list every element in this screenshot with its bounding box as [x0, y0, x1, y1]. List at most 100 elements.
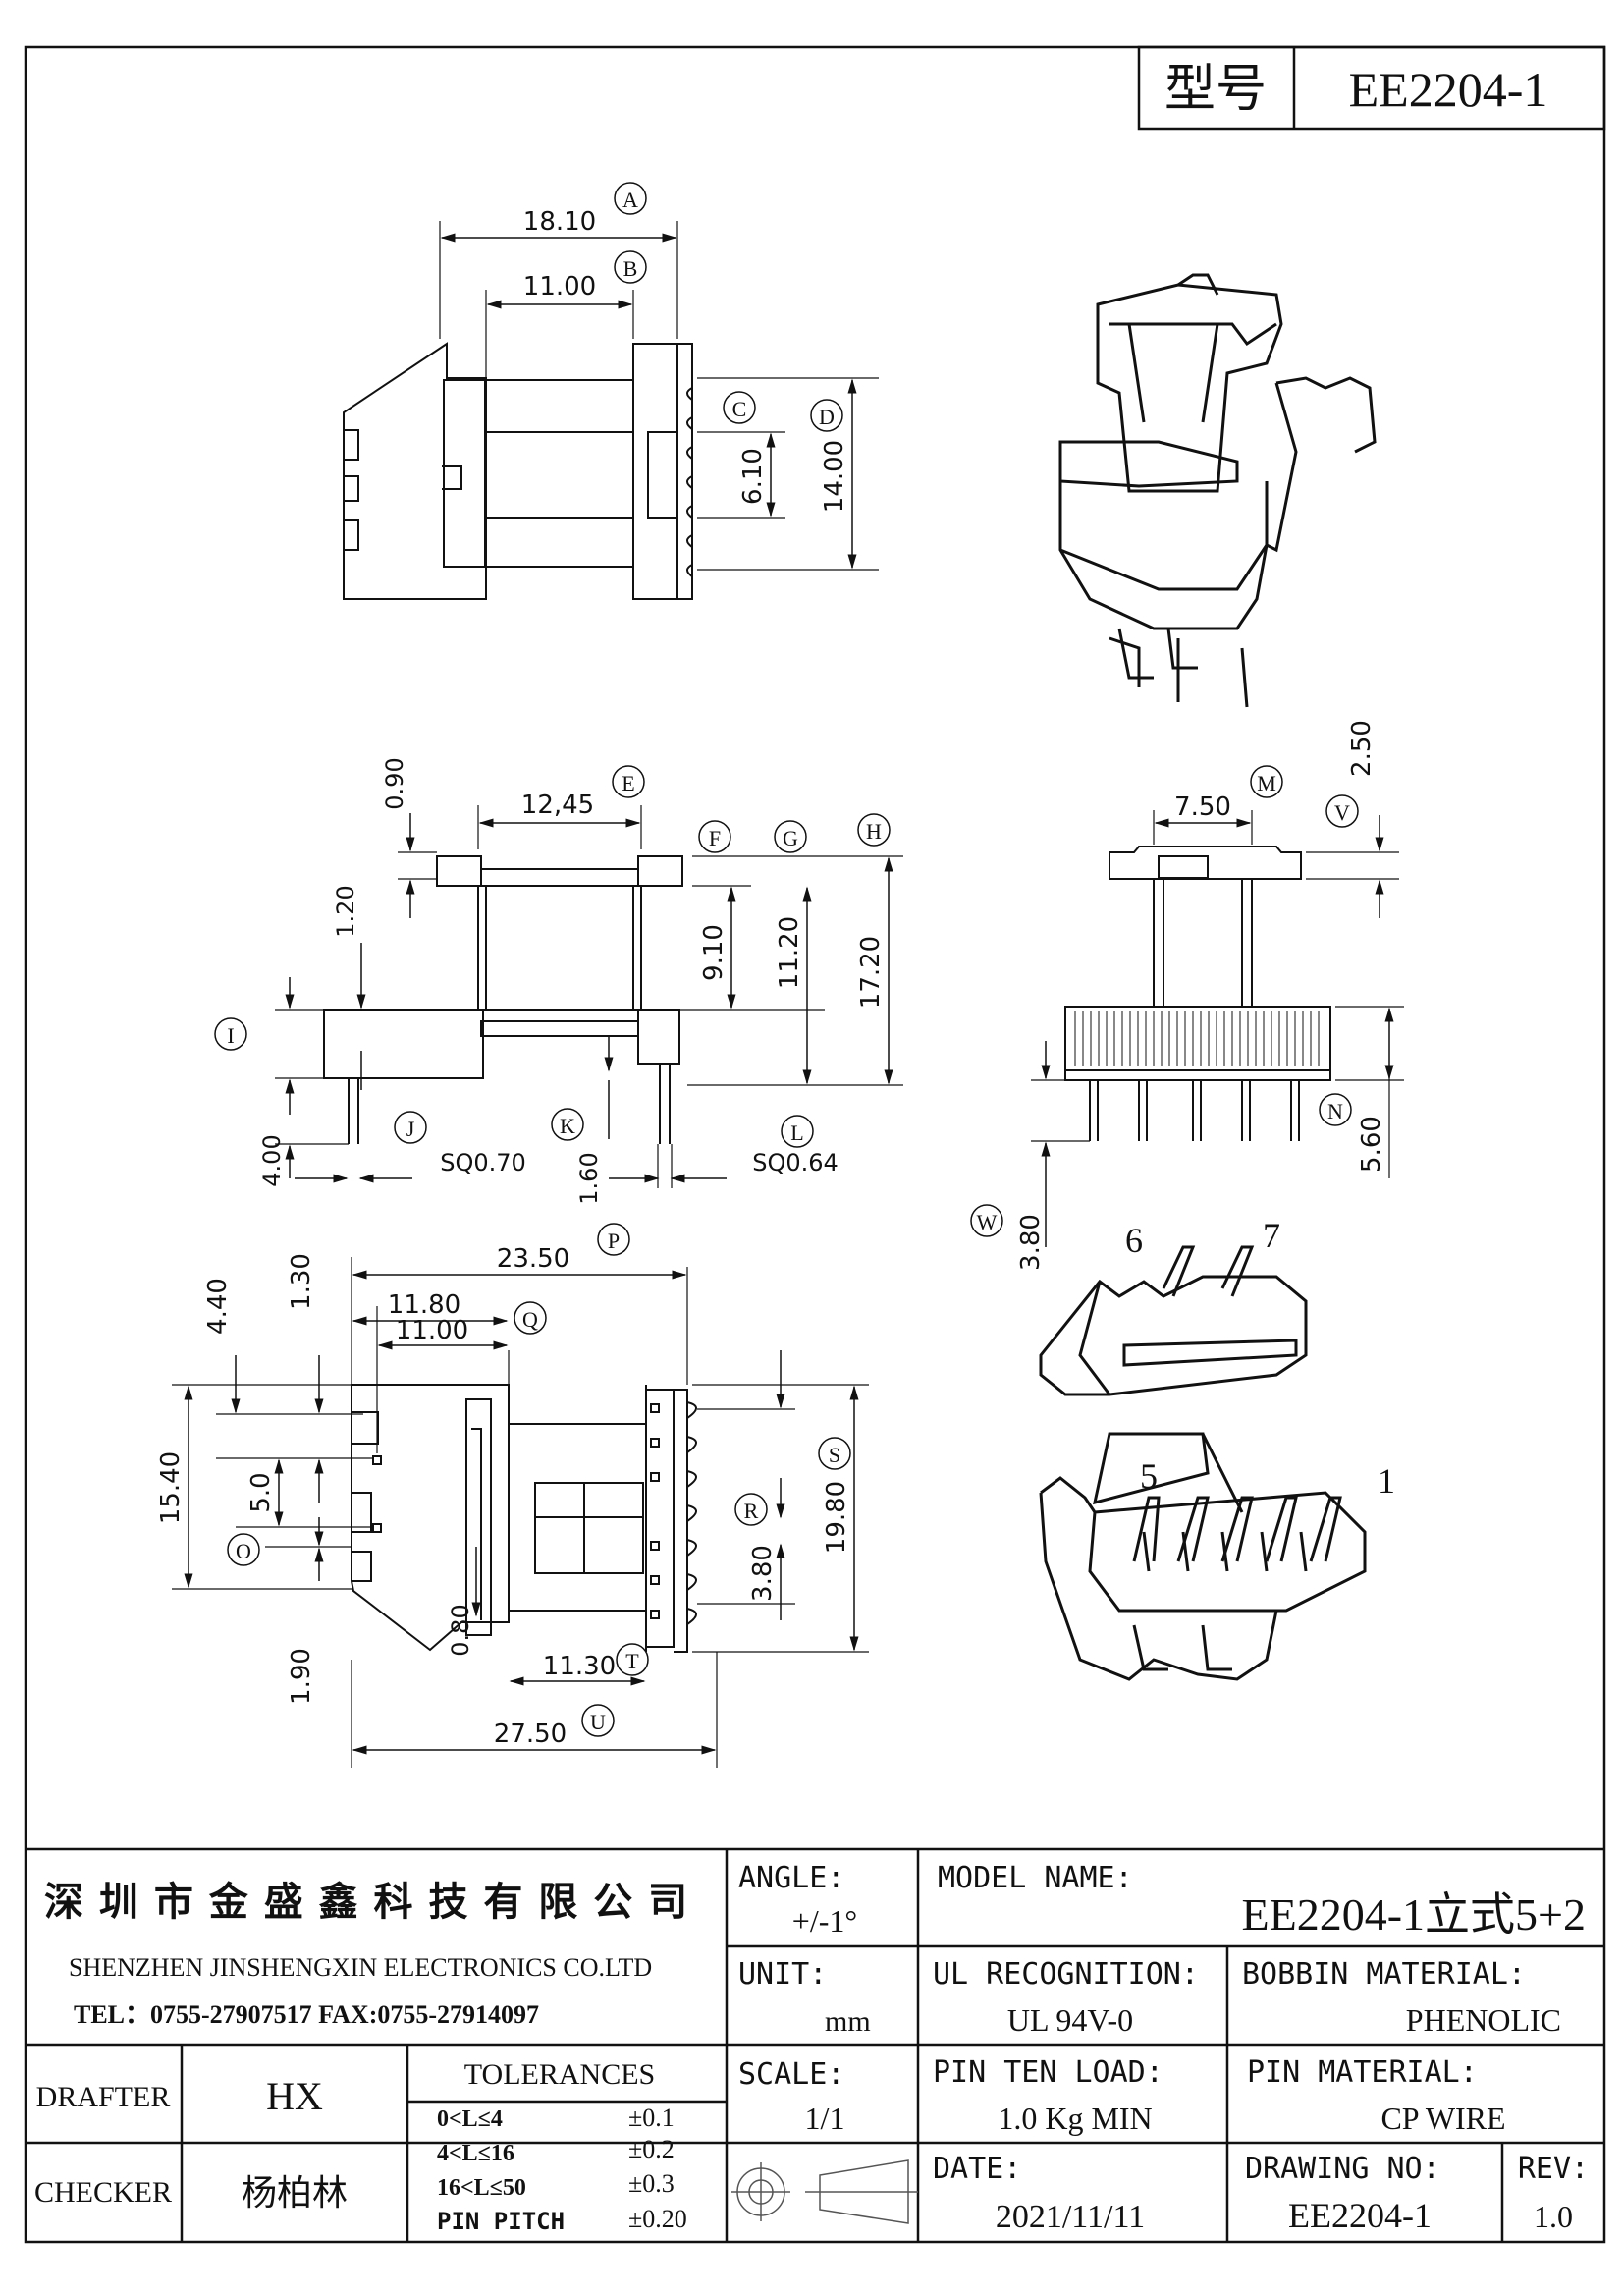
- ul-label: UL RECOGNITION:: [933, 1957, 1199, 1992]
- dim-130: 1.30: [287, 1253, 316, 1310]
- balloon-O: O: [236, 1539, 251, 1563]
- dim-V: 2.50: [1347, 720, 1377, 777]
- pin-label-6: 6: [1125, 1221, 1143, 1260]
- bottom-view: [172, 1257, 869, 1768]
- iso-pin-labels: 6 7 5 1: [1125, 1216, 1395, 1501]
- balloon-V: V: [1334, 800, 1350, 825]
- model-name-label: MODEL NAME:: [938, 1861, 1133, 1895]
- ul-value: UL 94V-0: [1007, 2002, 1133, 2038]
- pin-material-label: PIN MATERIAL:: [1247, 2055, 1478, 2090]
- balloon-P: P: [608, 1229, 620, 1253]
- right-side-view-labels: 7.50 M 2.50 V N 5.60 W 3.80: [970, 720, 1386, 1271]
- balloon-H: H: [866, 819, 882, 844]
- balloon-U: U: [590, 1710, 606, 1734]
- balloon-L: L: [790, 1121, 803, 1145]
- side-view-labels: 0.90 12,45 E F G H 1.20 9.10 11.20 17.20…: [214, 757, 891, 1205]
- bobbin-value: PHENOLIC: [1406, 2002, 1561, 2038]
- tol-range-0: 0<L≤4: [437, 2106, 503, 2132]
- angle-label: ANGLE:: [738, 1861, 844, 1895]
- iso-view-bottom: [1039, 1245, 1367, 1681]
- dim-D: 14.00: [820, 440, 849, 513]
- balloon-S: S: [829, 1443, 840, 1467]
- drawing-no-value: EE2204-1: [1288, 2196, 1432, 2235]
- dim-L: SQ0.64: [752, 1149, 839, 1176]
- dim-K: 1.60: [575, 1152, 603, 1204]
- drafter-label: DRAFTER: [36, 2081, 171, 2113]
- iso-view-top: [1058, 273, 1377, 708]
- dim-U: 27.50: [494, 1720, 567, 1749]
- pin-label-7: 7: [1263, 1216, 1280, 1255]
- unit-label: UNIT:: [738, 1957, 827, 1992]
- title-block-text: 深 圳 市 金 盛 鑫 科 技 有 限 公 司 SHENZHEN JINSHEN…: [34, 1861, 1589, 2235]
- dim-T: 11.30: [543, 1652, 616, 1681]
- balloon-T: T: [625, 1649, 639, 1673]
- dim-S: 19.80: [822, 1481, 851, 1554]
- tol-range-2: 16<L≤50: [437, 2175, 526, 2201]
- balloon-Q: Q: [522, 1307, 538, 1332]
- pin-label-1: 1: [1378, 1461, 1395, 1501]
- dim-090: 0.90: [381, 757, 408, 809]
- dim-Q-inner: 11.00: [396, 1316, 468, 1345]
- pin-label-5: 5: [1140, 1456, 1158, 1496]
- balloon-W: W: [977, 1210, 998, 1234]
- balloon-N: N: [1327, 1099, 1343, 1123]
- balloon-F: F: [709, 826, 721, 850]
- balloon-M: M: [1257, 771, 1276, 795]
- pin-load-label: PIN TEN LOAD:: [933, 2055, 1163, 2090]
- rev-value: 1.0: [1534, 2199, 1573, 2234]
- dim-J: SQ0.70: [440, 1149, 526, 1176]
- dim-A: 18.10: [523, 207, 596, 237]
- dim-50: 5.0: [246, 1472, 276, 1512]
- dim-080: 0.80: [447, 1604, 474, 1656]
- unit-value: mm: [825, 2005, 871, 2038]
- tol-value-0: ±0.1: [628, 2104, 675, 2132]
- scale-label: SCALE:: [738, 2057, 844, 2092]
- balloon-I: I: [227, 1023, 234, 1048]
- dim-E: 12,45: [521, 791, 594, 820]
- dim-W: 3.80: [1016, 1214, 1046, 1271]
- date-value: 2021/11/11: [996, 2199, 1145, 2235]
- dim-1120: 11.20: [775, 916, 804, 989]
- title-block-grid: [26, 1847, 1604, 2242]
- model-value: EE2204-1: [1349, 62, 1548, 117]
- dim-120: 1.20: [332, 885, 359, 937]
- dim-400: 4.00: [258, 1134, 286, 1186]
- model-label: 型号: [1164, 62, 1267, 118]
- side-view: [275, 805, 903, 1188]
- balloon-R: R: [744, 1499, 759, 1523]
- pin-material-value: CP WIRE: [1380, 2101, 1505, 2136]
- sheet-border: [24, 45, 1606, 2244]
- balloon-G: G: [783, 826, 798, 850]
- balloon-J: J: [406, 1117, 415, 1141]
- company-contact: TEL：0755-27907517 FAX:0755-27914097: [74, 2000, 539, 2029]
- scale-value: 1/1: [805, 2101, 845, 2136]
- right-side-view: [1031, 810, 1404, 1247]
- balloon-A: A: [622, 188, 638, 212]
- balloon-B: B: [623, 256, 638, 281]
- dim-R: 3.80: [748, 1545, 778, 1602]
- front-view: [343, 221, 879, 600]
- dim-H: 17.20: [856, 936, 886, 1009]
- drawing-no-label: DRAWING NO:: [1245, 2152, 1440, 2186]
- balloon-K: K: [560, 1114, 575, 1138]
- pin-load-value: 1.0 Kg MIN: [998, 2101, 1152, 2136]
- bottom-view-labels: 23.50 P 11.80 Q 11.00 4.40 1.30 15.40 5.…: [156, 1223, 851, 1749]
- tol-range-1: 4<L≤16: [437, 2141, 514, 2166]
- tol-value-2: ±0.3: [628, 2169, 675, 2198]
- angle-value: +/-1°: [792, 1903, 857, 1939]
- checker-label: CHECKER: [34, 2176, 172, 2209]
- dim-Q-outer: 11.80: [388, 1290, 460, 1320]
- projection-symbol-icon: [731, 2159, 918, 2224]
- dim-N: 5.60: [1357, 1116, 1386, 1173]
- model-name-value: EE2204-1立式5+2: [1242, 1889, 1586, 1940]
- tolerances-label: TOLERANCES: [464, 2058, 655, 2091]
- front-view-labels: 18.10 A 11.00 B 6.10 C 14.00 D: [523, 182, 849, 513]
- dim-440: 4.40: [203, 1278, 233, 1335]
- rev-label: REV:: [1518, 2152, 1589, 2186]
- dim-P: 23.50: [497, 1244, 569, 1274]
- dim-910: 9.10: [699, 924, 729, 981]
- balloon-D: D: [819, 405, 835, 429]
- tol-range-3: PIN PITCH: [437, 2208, 565, 2235]
- company-cn: 深 圳 市 金 盛 鑫 科 技 有 限 公 司: [44, 1880, 688, 1925]
